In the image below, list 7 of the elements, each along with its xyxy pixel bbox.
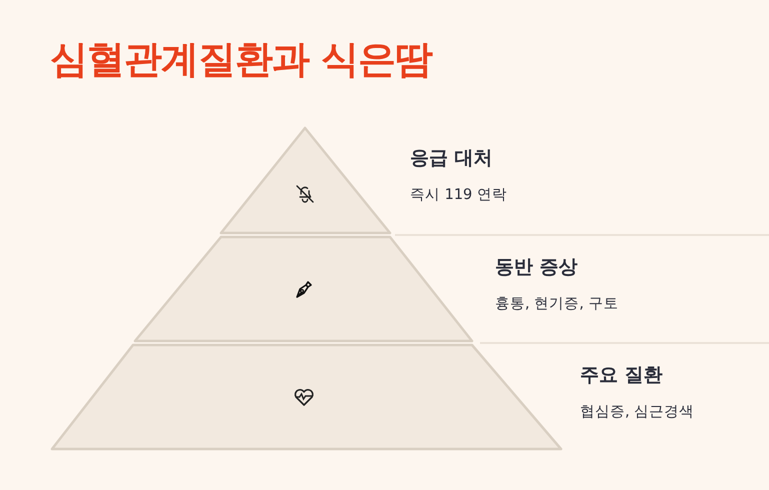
layer-heading: 주요 질환: [580, 363, 663, 388]
layer-heading: 응급 대처: [410, 146, 493, 171]
layer-description: 즉시 119 연락: [410, 186, 507, 204]
title: 심혈관계질환과 식은땀: [50, 36, 432, 83]
layer-description: 협심증, 심근경색: [580, 403, 694, 421]
layer-heading: 동반 증상: [495, 255, 578, 280]
layer-description: 흉통, 현기증, 구토: [495, 295, 618, 313]
